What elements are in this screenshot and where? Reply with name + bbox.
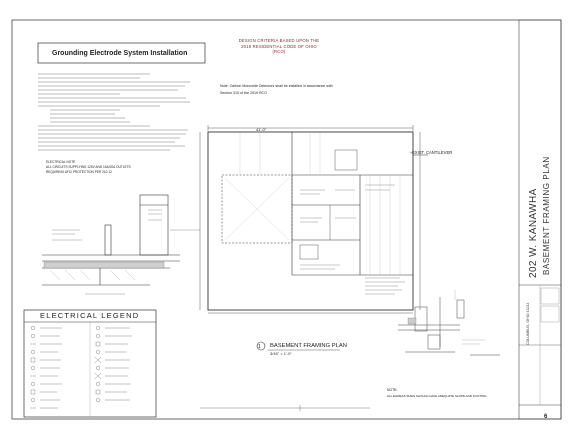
plan-title: BASEMENT FRAMING PLAN — [270, 343, 347, 349]
city-label: COLUMBUS, OHIO 43214 — [526, 302, 530, 345]
electrical-note-line-2: REQUIRING AFCI PROTECTION PER 210.12 — [46, 170, 112, 174]
grounding-notes-text — [38, 73, 190, 151]
co-note-line-2: Section 315 of the 2019 RCO — [220, 91, 267, 95]
co-note-line-1: Note: Carbon Monoxide Detectors shall be… — [220, 84, 333, 88]
cantilever-label: EXIST. CANTILEVER — [412, 150, 453, 155]
grounding-title: Grounding Electrode System Installation — [52, 50, 188, 57]
plan-number: 1 — [258, 344, 261, 350]
page-number: 6 — [544, 414, 548, 420]
bottom-note-text: ALL EGRESS SIZES SHOULD HAVE ADEQUATE SL… — [387, 394, 487, 398]
plan-scale: 3/16" = 1'-0" — [270, 351, 292, 356]
electrical-note-title: ELECTRICAL NOTE — [46, 160, 76, 164]
floor-plan — [199, 125, 428, 314]
address-title: 202 W. KANAWHA — [528, 188, 539, 278]
code-stamp: DESIGN CRITERIA BASED UPON THE 2019 RESI… — [238, 38, 320, 55]
sheet-title: BASEMENT FRAMING PLAN — [542, 156, 551, 275]
legend-entries — [30, 326, 132, 409]
legend-title: ELECTRICAL LEGEND — [40, 311, 140, 320]
overall-dimension: 41'-0" — [256, 127, 267, 132]
electrical-note-line-1: ALL CIRCUITS SUPPLYING 125V AND 15A/20A … — [46, 165, 131, 169]
bottom-note-title: NOTE: — [387, 388, 398, 392]
